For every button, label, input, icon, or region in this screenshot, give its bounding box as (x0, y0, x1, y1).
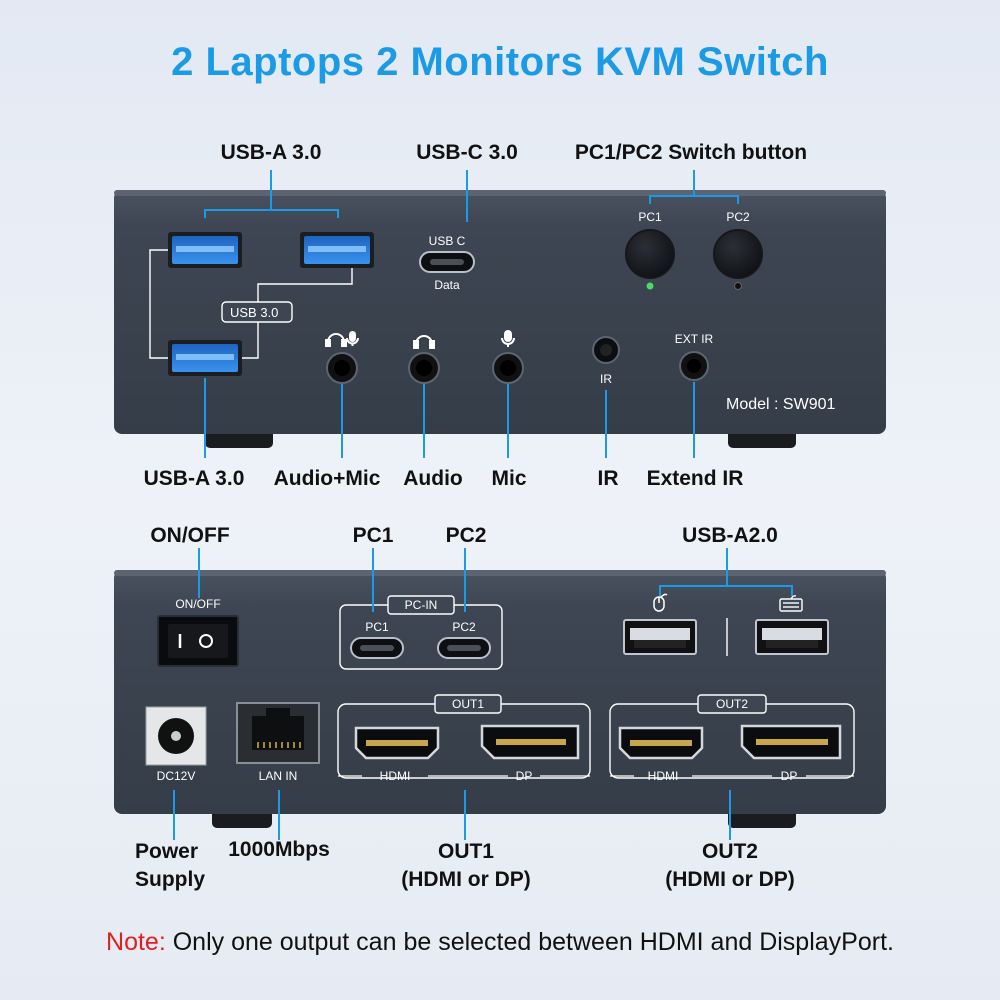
usb-a-port (300, 232, 374, 268)
callout-power-line1: Power (135, 840, 199, 863)
out2-dp-label: DP (780, 769, 798, 783)
callout-out1-line2: (HDMI or DP) (401, 868, 531, 891)
note-text: Only one output can be selected between … (165, 928, 894, 956)
usb-a-port (168, 232, 242, 268)
pc2-port-label: PC2 (452, 620, 476, 634)
callout-pc2: PC2 (445, 524, 487, 547)
power-switch-label: ON/OFF (175, 597, 221, 611)
footnote: Note: Only one output can be selected be… (0, 928, 1000, 957)
page-title: 2 Laptops 2 Monitors KVM Switch (171, 40, 829, 84)
pc2-button-label: PC2 (726, 210, 750, 224)
callout-mic: Mic (491, 467, 527, 490)
callout-out1-line1: OUT1 (437, 840, 494, 863)
pc1-switch-button[interactable] (625, 229, 675, 279)
callout-audio-mic: Audio+Mic (273, 467, 381, 490)
callout-on-off: ON/OFF (150, 524, 230, 547)
pc2-led (734, 282, 742, 290)
ir-receiver (592, 336, 620, 364)
callout-pc1: PC1 (352, 524, 394, 547)
note-prefix: Note: (106, 928, 166, 956)
out2-hdmi-label: HDMI (647, 769, 679, 783)
callout-lan-speed: 1000Mbps (228, 838, 330, 861)
lan-port (236, 702, 320, 764)
callout-power-supply: Power Supply (135, 838, 205, 894)
pc2-switch-button[interactable] (713, 229, 763, 279)
mouse-icon (653, 593, 668, 612)
audio-jack (408, 352, 440, 384)
audio-jack (326, 352, 358, 384)
out2-box-label: OUT2 (715, 697, 749, 711)
callout-audio: Audio (403, 467, 463, 490)
headphone-icon (413, 335, 435, 349)
callout-switch-button: PC1/PC2 Switch button (574, 141, 808, 164)
microphone-icon (501, 330, 515, 347)
dc-label: DC12V (156, 769, 196, 783)
callout-usb-c: USB-C 3.0 (416, 141, 518, 164)
pc1-led (646, 282, 654, 290)
callout-power-line2: Supply (135, 868, 206, 891)
callout-usb-a-bottom: USB-A 3.0 (143, 467, 245, 490)
out1-dp-port (480, 724, 580, 760)
dc-power-jack (145, 706, 207, 766)
audio-jack (492, 352, 524, 384)
pc-in-label: PC-IN (404, 598, 438, 612)
pc1-button-label: PC1 (638, 210, 662, 224)
callout-usb-a20: USB-A2.0 (682, 524, 778, 547)
callout-extend-ir: Extend IR (646, 467, 744, 490)
usbc-sub-label: Data (434, 278, 460, 292)
out1-hdmi-label: HDMI (379, 769, 411, 783)
usb-a20-port (755, 619, 829, 655)
callout-out1: OUT1 (HDMI or DP) (401, 838, 531, 894)
model-label: Model : SW901 (726, 396, 836, 413)
callout-out2-line2: (HDMI or DP) (665, 868, 795, 891)
keyboard-icon (779, 595, 803, 612)
out2-dp-port (740, 724, 842, 760)
usbc-label: USB C (428, 234, 466, 248)
ir-panel-label: IR (600, 372, 612, 386)
out2-hdmi-port (618, 726, 704, 760)
lan-label: LAN IN (258, 769, 298, 783)
callout-usb-a-top: USB-A 3.0 (220, 141, 322, 164)
callout-out2-line1: OUT2 (701, 840, 758, 863)
usb-a-port (168, 340, 242, 376)
ext-ir-panel-label: EXT IR (674, 332, 714, 346)
out1-box-label: OUT1 (451, 697, 485, 711)
out1-dp-label: DP (515, 769, 533, 783)
power-switch[interactable] (157, 615, 239, 667)
usb-a20-port (623, 619, 697, 655)
headset-mic-icon (325, 331, 359, 347)
callout-ir: IR (597, 467, 619, 490)
callout-out2: OUT2 (HDMI or DP) (665, 838, 795, 894)
out1-hdmi-port (354, 726, 440, 760)
pc1-port-label: PC1 (365, 620, 389, 634)
ext-ir-jack (679, 351, 709, 381)
usb30-tag: USB 3.0 (230, 305, 279, 320)
